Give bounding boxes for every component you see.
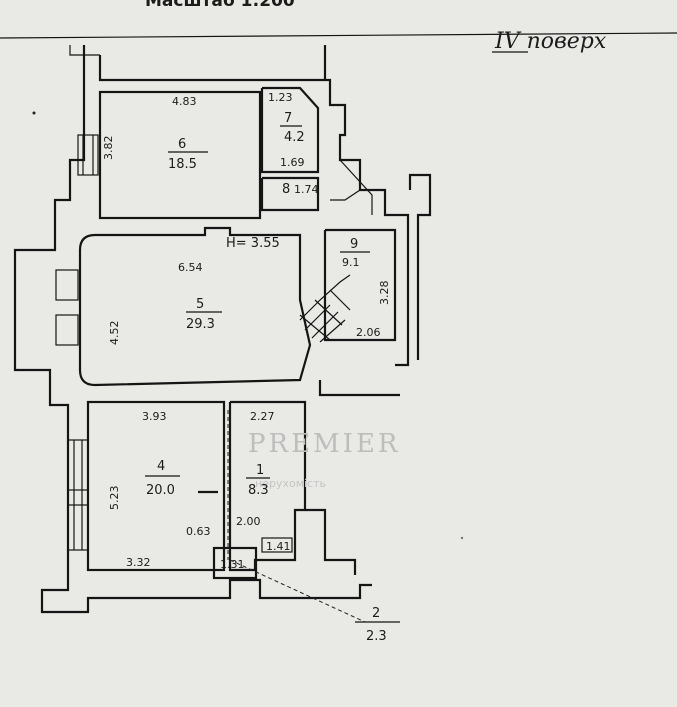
speck bbox=[32, 111, 36, 115]
room-4-outline bbox=[86, 400, 226, 572]
room-7-number: 7 bbox=[284, 111, 292, 126]
stairs bbox=[299, 274, 351, 343]
room-5-area: 29.3 bbox=[186, 317, 215, 332]
ceiling-height: H= 3.55 bbox=[226, 236, 280, 251]
room-1-dim-4: 1.31 bbox=[220, 558, 245, 571]
room-9-outline bbox=[323, 228, 397, 342]
room-8-outline bbox=[260, 176, 320, 212]
room-1-number: 1 bbox=[256, 463, 264, 478]
room-2-area: 2.3 bbox=[366, 629, 387, 644]
room-5-number: 5 bbox=[196, 297, 204, 312]
watermark-brand: PREMIER bbox=[248, 429, 401, 459]
room-9-dim-1: 3.28 bbox=[378, 281, 391, 306]
room-9-dim-2: 2.06 bbox=[356, 326, 381, 339]
room-5-outline bbox=[78, 226, 312, 387]
room-7-outline bbox=[260, 86, 320, 174]
room-8-dim-1: 1.74 bbox=[294, 183, 319, 196]
room-4-area: 20.0 bbox=[146, 483, 175, 498]
room-6-dim-1: 4.83 bbox=[172, 95, 197, 108]
room-2-outline bbox=[212, 546, 258, 580]
room-1-dim-2: 2.00 bbox=[236, 515, 261, 528]
watermark-sub: нерухомість bbox=[255, 477, 326, 490]
room-5-dim-1: 6.54 bbox=[178, 261, 203, 274]
room-1-dim-1: 2.27 bbox=[250, 410, 275, 423]
room-6-dim-2: 3.82 bbox=[102, 136, 115, 161]
page-border-line bbox=[0, 32, 677, 39]
room-labels: 4.83 3.82 6 18.5 1.23 7 4.2 1.69 8 1.74 … bbox=[102, 91, 391, 644]
room-4-dim-3: 3.32 bbox=[126, 556, 151, 569]
speck-2 bbox=[460, 536, 464, 540]
room-5-dim-2: 4.52 bbox=[108, 321, 121, 346]
windows-left bbox=[55, 134, 99, 551]
room-6-outline bbox=[98, 90, 262, 220]
room-1-dim-3: 1.41 bbox=[266, 540, 291, 553]
floor-label: IV поверх bbox=[494, 29, 607, 54]
scale-text: Масштаб 1:200 bbox=[145, 0, 295, 11]
room-6-area: 18.5 bbox=[168, 157, 197, 172]
room-7-dim-2: 1.69 bbox=[280, 156, 305, 169]
room-1-area: 8.3 bbox=[248, 483, 269, 498]
room-2-number: 2 bbox=[372, 606, 380, 621]
room-4-number: 4 bbox=[157, 459, 165, 474]
outer-walls bbox=[13, 45, 432, 614]
room-4-dim-4: 0.63 bbox=[186, 525, 211, 538]
room-6-number: 6 bbox=[178, 137, 186, 152]
room-8-number: 8 bbox=[282, 182, 290, 197]
room-1-outline bbox=[228, 400, 307, 572]
room-4-dim-1: 3.93 bbox=[142, 410, 167, 423]
room-7-area: 4.2 bbox=[284, 130, 305, 145]
room-9-number: 9 bbox=[350, 237, 358, 252]
room-9-area: 9.1 bbox=[342, 256, 360, 269]
room-7-dim-1: 1.23 bbox=[268, 91, 293, 104]
room-2-pointer bbox=[229, 559, 366, 623]
room-4-dim-2: 5.23 bbox=[108, 486, 121, 511]
